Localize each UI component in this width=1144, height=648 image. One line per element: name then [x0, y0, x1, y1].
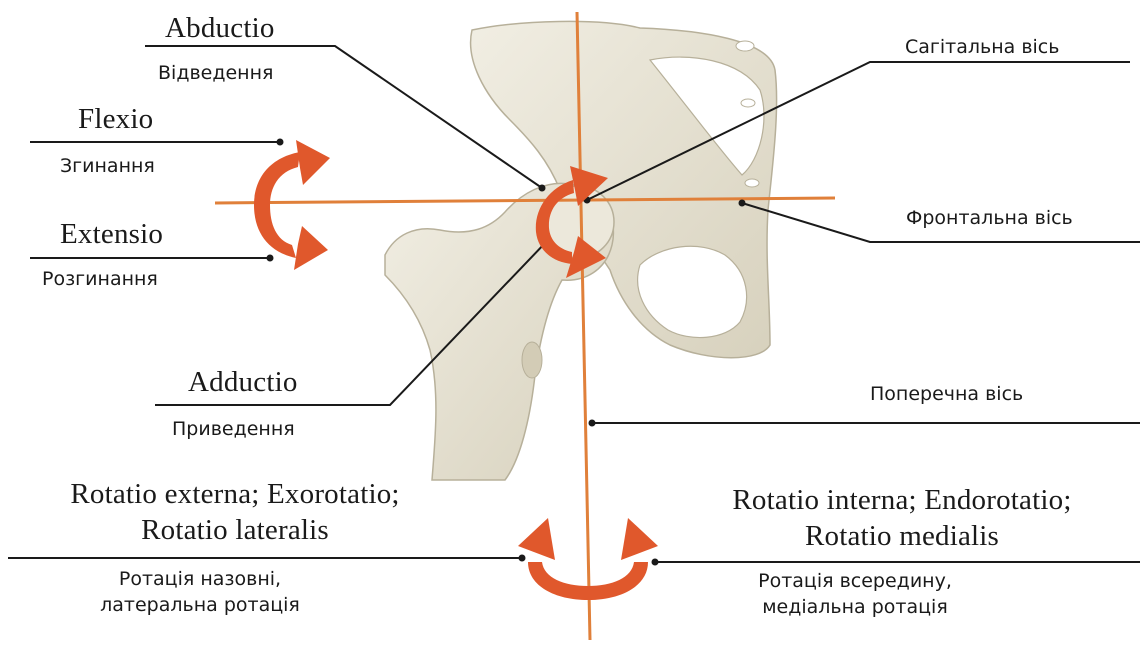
adductio-ukr-label: Приведення — [172, 418, 295, 440]
rotation-external-latin-line2: Rotatio lateralis — [0, 514, 470, 547]
rotation-external-ukr-line2: латеральна ротація — [0, 594, 400, 616]
femur-bone — [385, 183, 614, 480]
rotation-internal-latin-line2: Rotatio medialis — [672, 520, 1132, 553]
rotation-external-latin-line1: Rotatio externa; Exorotatio; — [0, 478, 470, 511]
transverse-axis-label: Поперечна вісь — [870, 383, 1023, 405]
frontal-axis-label: Фронтальна вісь — [906, 207, 1073, 229]
extensio-latin-label: Extensio — [60, 218, 163, 251]
sagittal-axis-label: Сагітальна вісь — [905, 36, 1059, 58]
abductio-ukr-label: Відведення — [158, 62, 273, 84]
adductio-latin-label: Adductio — [188, 366, 298, 399]
rotation-internal-ukr-line1: Ротація всередину, — [690, 570, 1020, 592]
flexio-ukr-label: Згинання — [60, 155, 155, 177]
flexion-extension-arrow-icon — [254, 140, 330, 270]
flexio-latin-label: Flexio — [78, 103, 153, 136]
abductio-latin-label: Abductio — [165, 12, 275, 45]
rotation-internal-ukr-line2: медіальна ротація — [690, 596, 1020, 618]
rotation-internal-latin-line1: Rotatio interna; Endorotatio; — [672, 484, 1132, 517]
extensio-ukr-label: Розгинання — [42, 268, 158, 290]
rotation-external-ukr-line1: Ротація назовні, — [0, 568, 400, 590]
